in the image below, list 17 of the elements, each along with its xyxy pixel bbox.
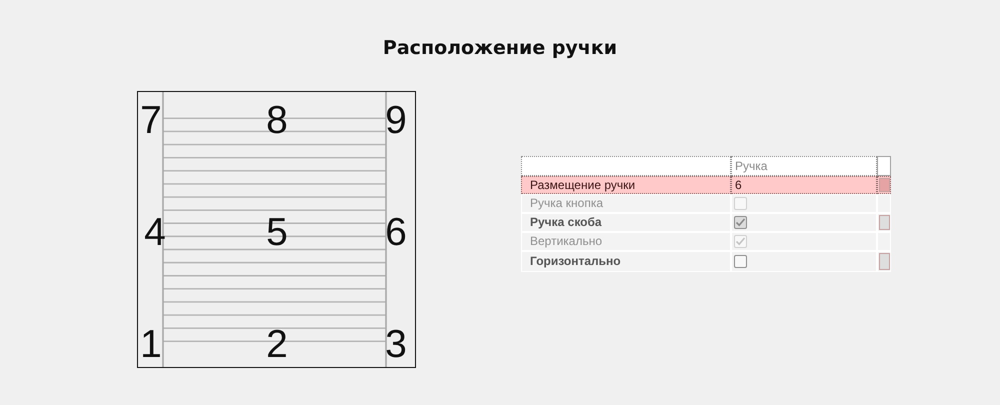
position-number: 6 [385, 218, 407, 248]
cell-value: 6 [731, 176, 877, 194]
position-number: 1 [140, 330, 162, 360]
row-label: Ручка кнопка [521, 194, 731, 213]
position-number: 2 [266, 330, 288, 360]
row-label: Размещение ручки [521, 176, 731, 194]
column-header: Ручка [731, 156, 877, 176]
row-label: Горизонтально [521, 251, 731, 272]
position-number: 5 [266, 218, 288, 248]
position-number: 8 [266, 106, 288, 136]
position-number: 9 [385, 106, 407, 136]
title: Расположение ручки [382, 37, 618, 59]
position-number: 4 [144, 218, 166, 248]
position-number: 7 [140, 106, 162, 136]
row-label: Ручка скоба [521, 213, 731, 232]
position-number: 3 [385, 330, 407, 360]
row-label: Вертикально [521, 232, 731, 251]
